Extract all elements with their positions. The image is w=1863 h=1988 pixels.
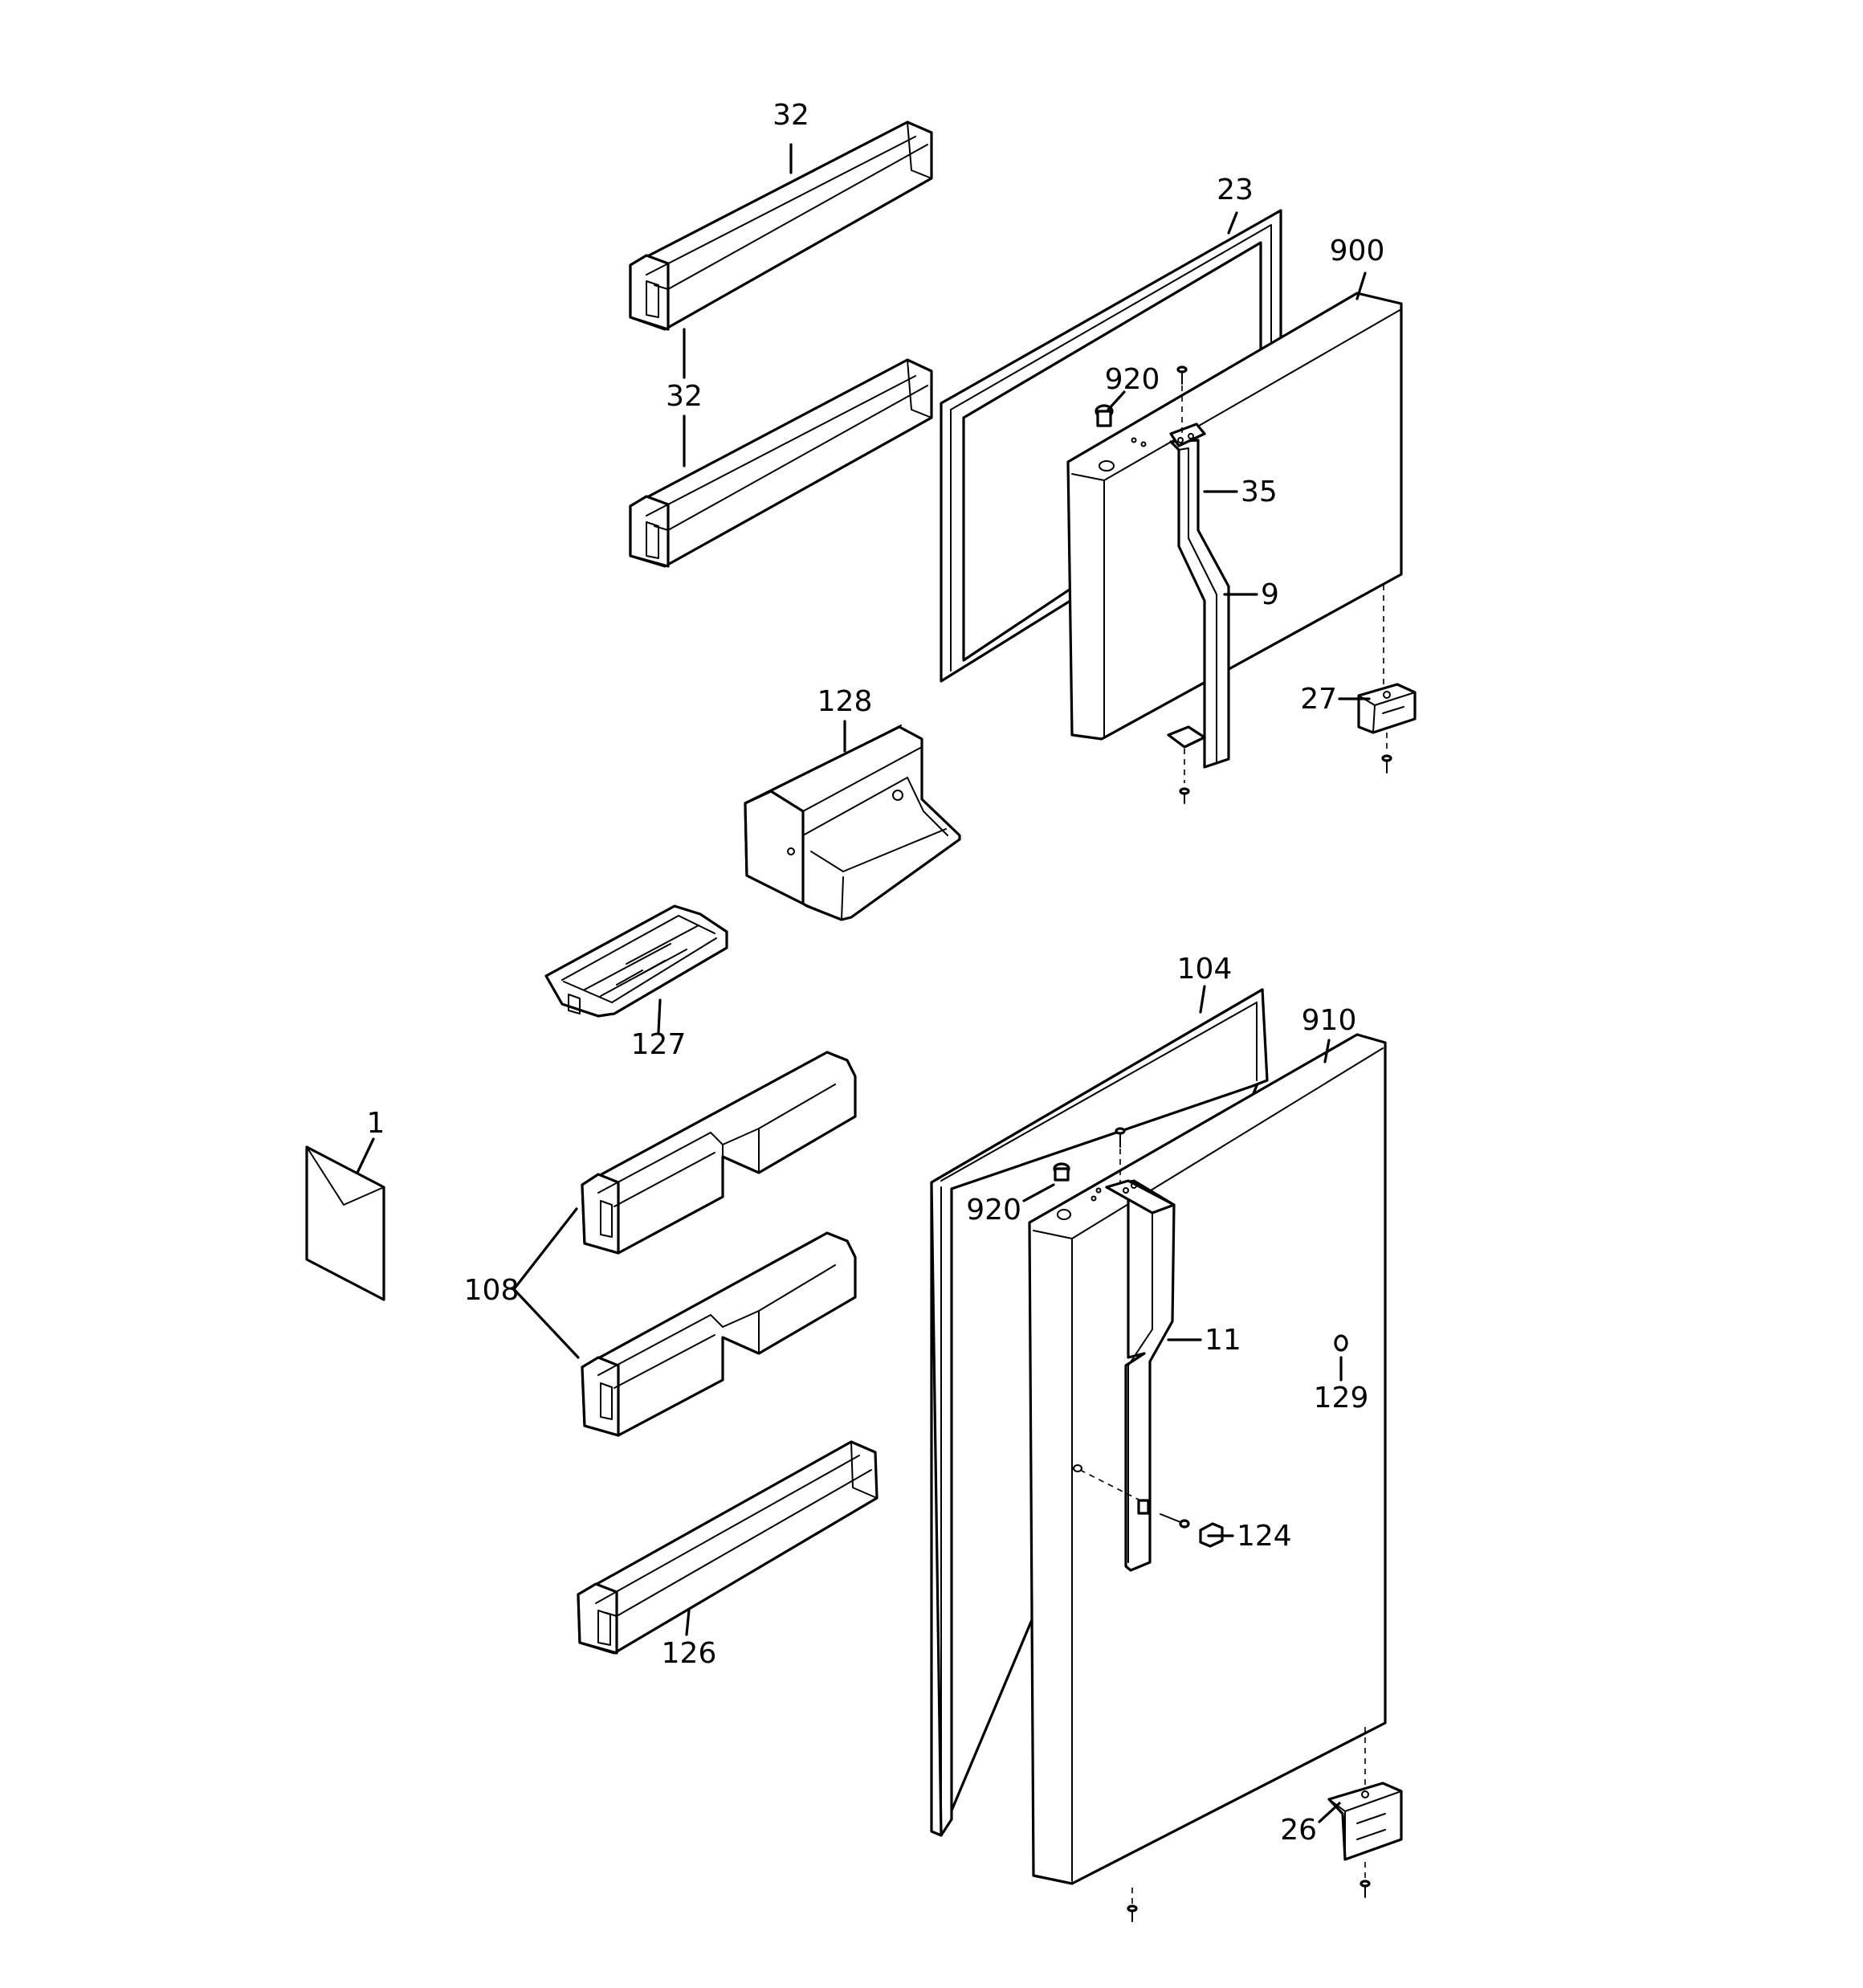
handle-screw-bottom	[1179, 749, 1190, 804]
callout-104: 104	[1177, 953, 1233, 986]
callout-26: 26	[1280, 1814, 1317, 1847]
fresh-food-door	[1028, 1033, 1387, 1885]
callout-9: 9	[1261, 578, 1279, 611]
callout-920-lower: 920	[966, 1194, 1021, 1227]
callout-labels: 32 32 23 900 920 35 9 27 128 127 104 910…	[367, 99, 1385, 1847]
callout-27: 27	[1300, 683, 1337, 716]
plug-129	[1334, 1334, 1348, 1352]
owners-manual-envelope	[305, 1145, 385, 1301]
door-plug-920-upper	[1095, 404, 1115, 471]
callout-32-middle: 32	[666, 380, 703, 413]
callout-23: 23	[1217, 173, 1254, 206]
callout-11: 11	[1205, 1324, 1241, 1357]
freezer-door	[1066, 292, 1403, 741]
door-bin-upper-2	[629, 358, 933, 568]
callout-129: 129	[1314, 1382, 1369, 1414]
door-plug-920-lower	[1053, 1162, 1071, 1220]
leader-lines	[356, 143, 1371, 1823]
callout-127: 127	[631, 1028, 687, 1061]
callout-128: 128	[817, 685, 873, 718]
fresh-food-door-handle	[1090, 1179, 1176, 1572]
hinge-bracket-26	[1327, 1727, 1403, 1898]
door-bin-108-lower	[581, 1231, 857, 1437]
callout-32-top: 32	[773, 99, 809, 132]
callout-920-upper: 920	[1105, 363, 1160, 396]
hinge-bracket-27	[1357, 585, 1417, 774]
egg-tray-127	[544, 904, 728, 1018]
dots-hinge	[1131, 437, 1147, 447]
dairy-bin-128	[744, 725, 961, 921]
hinge-screw-top	[1176, 365, 1188, 438]
callout-126: 126	[662, 1637, 717, 1670]
hinge-screw-lower-top	[1115, 1127, 1126, 1182]
door-bottom-screw	[1127, 1888, 1138, 1922]
callout-124: 124	[1237, 1520, 1292, 1553]
door-bin-108-upper	[581, 1051, 857, 1255]
callout-35: 35	[1241, 476, 1278, 508]
door-bin-126	[577, 1440, 879, 1655]
callout-1: 1	[367, 1107, 385, 1140]
callout-108: 108	[464, 1274, 520, 1307]
door-bin-upper-1	[629, 120, 933, 331]
freezer-door-handle	[1167, 423, 1230, 769]
callout-910: 910	[1302, 1004, 1357, 1037]
callout-900: 900	[1330, 235, 1385, 267]
